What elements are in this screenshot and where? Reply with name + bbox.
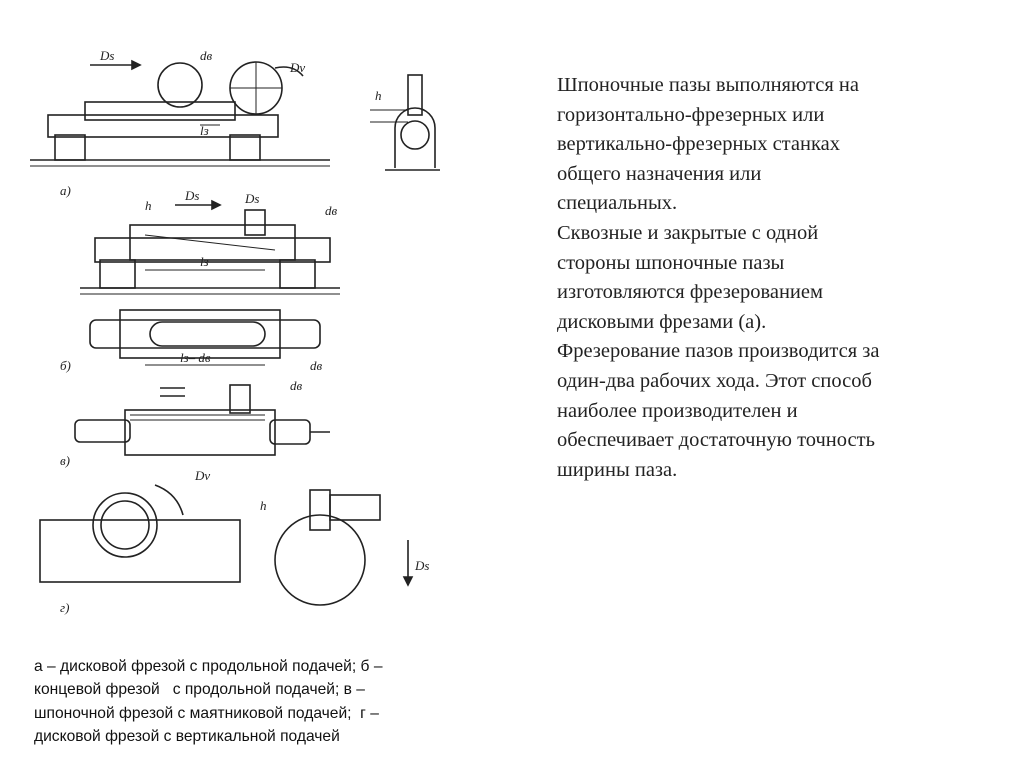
label-b: б) (60, 358, 71, 373)
text-line: Фрезерование пазов производится за (557, 340, 880, 363)
text-line: общего назначения или (557, 162, 762, 185)
label-ds-a: Ds (99, 48, 114, 63)
label-de-a: dв (200, 48, 213, 63)
text-line: специальных. (557, 192, 678, 215)
text-line: Шпоночные пазы выполняются на (557, 74, 859, 96)
label-v: в) (60, 453, 70, 468)
label-h-b: h (145, 198, 152, 213)
figure-caption: а – дисковой фрезой с продольной подачей… (34, 655, 504, 748)
text-line: вертикально-фрезерных станках (557, 133, 840, 156)
label-lz-a: lз (200, 123, 209, 138)
caption-line: дисковой фрезой с вертикальной подачей (34, 727, 340, 745)
label-dv-a: Dv (289, 60, 305, 75)
label-ds-b: Ds (184, 188, 199, 203)
diagram-a-side-view (30, 59, 330, 167)
diagram-b-side-view (80, 199, 340, 295)
label-de-b: dв (325, 203, 338, 218)
text-line: Сквозные и закрытые с одной (557, 221, 819, 244)
caption-line: а – дисковой фрезой с продольной подачей… (34, 658, 383, 675)
label-lz-minus-de: lз– dв (180, 350, 211, 365)
label-h-a: h (375, 88, 382, 103)
diagram-a-cross-section (370, 74, 440, 171)
text-line: изготовляются фрезерованием (557, 281, 823, 304)
text-line: наиболее производителен и (557, 399, 798, 422)
description-text: Шпоночные пазы выполняются на горизонтал… (557, 71, 997, 485)
label-a: а) (60, 183, 71, 198)
diagram-v-side-view (74, 384, 330, 456)
text-line: обеспечивает достаточную точность (557, 429, 875, 452)
diagram-b-top-view (89, 309, 321, 366)
caption-line: шпоночной фрезой с маятниковой подачей; … (34, 704, 379, 722)
caption-line: концевой фрезой с продольной подачей; в … (34, 681, 365, 699)
diagram-g-disk-cutter (39, 484, 241, 583)
text-line: стороны шпоночные пазы (557, 251, 785, 274)
label-ds-b2: Ds (244, 191, 259, 206)
milling-diagram: Ds dв Dv а) h lз Ds Ds dв h lз lз– dв dв… (30, 48, 440, 615)
text-line: один-два рабочих хода. Этот способ (557, 369, 872, 392)
text-line: ширины паза. (557, 458, 678, 481)
label-h-g: h (260, 498, 267, 513)
text-line: горизонтально-фрезерных или (557, 103, 825, 126)
label-lz-b: lз (200, 254, 209, 269)
label-ds-g: Ds (414, 558, 429, 573)
label-dv-g: Dv (194, 468, 210, 483)
label-de-v: dв (290, 378, 303, 393)
label-de-b-top: dв (310, 358, 323, 373)
text-line: дисковыми фрезами (а). (557, 310, 767, 333)
diagram-g-cross-section (274, 489, 414, 606)
label-g: г) (60, 600, 69, 615)
